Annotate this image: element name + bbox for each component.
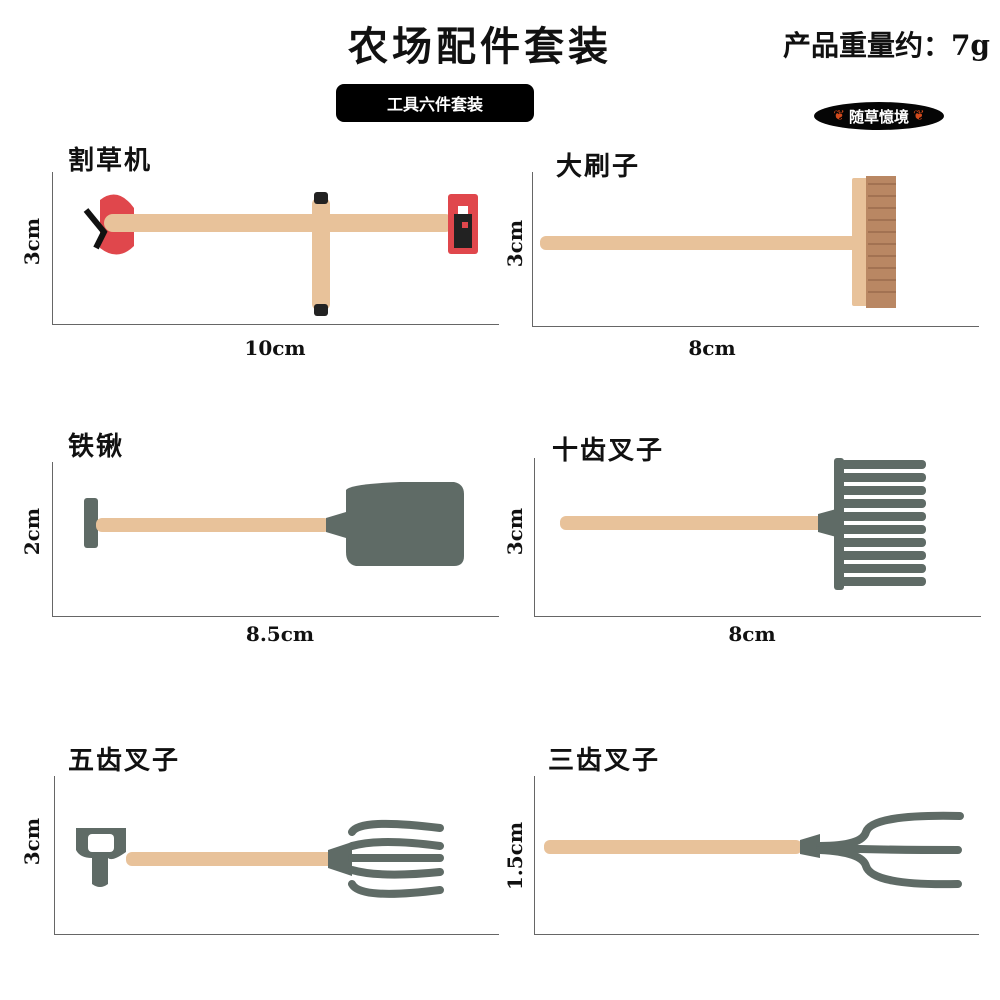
dimension-width: 8.5cm: [245, 622, 315, 646]
dimension-frame: [52, 172, 499, 325]
tool-name-five-tine-fork: 五齿叉子: [68, 746, 181, 776]
dimension-frame: [52, 462, 499, 617]
product-weight: 产品重量约：7g: [782, 29, 990, 62]
maple-leaf-icon: ❦: [833, 108, 845, 124]
dimension-frame: [54, 776, 499, 935]
dimension-width: 8cm: [688, 336, 736, 360]
tool-name-ten-tine-rake: 十齿叉子: [552, 436, 665, 466]
set-label-badge: 工具六件套装: [336, 84, 534, 122]
dimension-frame: [532, 172, 979, 327]
brand-name: 随草憶境: [848, 107, 909, 126]
maple-leaf-icon: ❦: [913, 108, 925, 124]
dimension-width: 8cm: [728, 622, 776, 646]
tool-name-shovel: 铁锹: [68, 432, 125, 462]
tool-name-broom: 大刷子: [556, 152, 641, 182]
dimension-frame: [534, 776, 979, 935]
brand-logo: ❦ 随草憶境 ❦: [814, 102, 944, 130]
page-title: 农场配件套装: [348, 23, 612, 70]
tool-name-three-tine-fork: 三齿叉子: [548, 746, 661, 776]
dimension-frame: [534, 458, 981, 617]
dimension-width: 10cm: [244, 336, 306, 360]
tool-name-mower: 割草机: [68, 146, 153, 176]
